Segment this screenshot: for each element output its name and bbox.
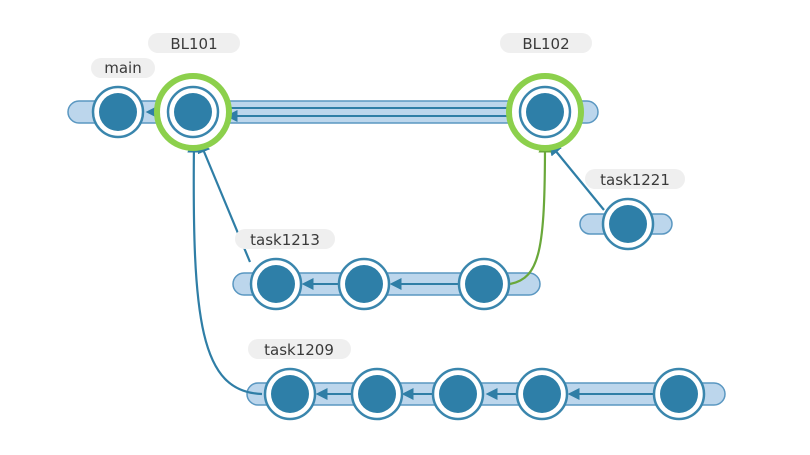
commit-node-task1213-2[interactable] [337,257,391,311]
commit-node-task1209-5[interactable] [652,367,706,421]
label-task1209: task1209 [248,339,351,359]
label-task1213: task1213 [235,229,335,249]
commit-node-task1209-3[interactable] [431,367,485,421]
svg-text:BL102: BL102 [522,35,569,53]
commit-node-bl102[interactable] [518,85,572,139]
task1221-to-bl102-edge [548,141,605,211]
label-main: main [91,58,155,78]
commit-node-task1213-3[interactable] [457,257,511,311]
commit-node-task1209-4[interactable] [515,367,569,421]
commit-node-task1209-2[interactable] [350,367,404,421]
task1209-to-bl101-edge [187,139,263,396]
label-bl102: BL102 [500,33,592,53]
svg-text:task1209: task1209 [264,341,334,359]
svg-text:task1213: task1213 [250,231,320,249]
commit-node-task1209-1[interactable] [263,367,317,421]
label-task1221: task1221 [585,169,685,189]
commit-node-task1213-1[interactable] [249,257,303,311]
task1213-merge-to-bl102-edge [509,139,552,286]
commit-node-task1221-1[interactable] [601,197,655,251]
svg-text:main: main [104,59,141,77]
label-bl101: BL101 [148,33,240,53]
svg-text:BL101: BL101 [170,35,217,53]
svg-text:task1221: task1221 [600,171,670,189]
commit-node-main-1[interactable] [91,85,145,139]
commit-node-bl101[interactable] [166,85,220,139]
